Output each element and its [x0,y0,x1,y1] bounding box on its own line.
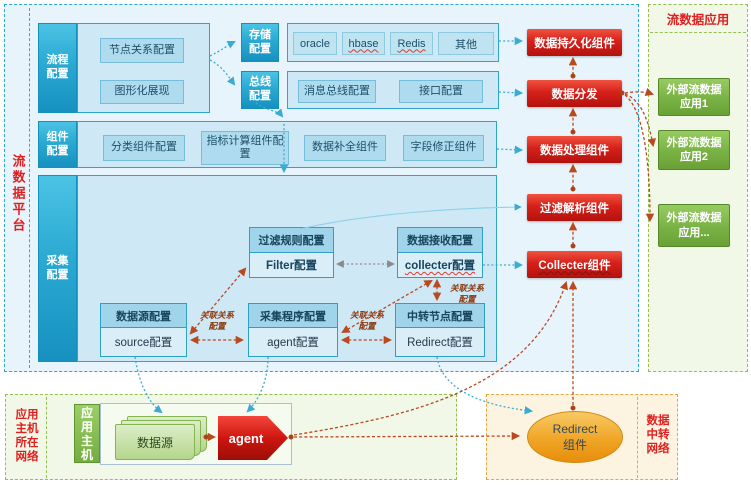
external-app-3-box: 外部流数据应用... [658,204,730,247]
data-receive-config-box: 数据接收配置 collecter配置 [397,227,483,278]
app-host-label: 应 用 主 机 [74,404,100,463]
filter-parse-component-box: 过滤解析组件 [527,194,622,221]
collecter-config-label: collecter配置 [404,260,476,272]
transfer-network-label: 数据 中转 网络 [646,415,670,455]
assoc-label-collecter-node: 关联关系 配置 [449,282,484,304]
indicator-compute-component-box: 指标计算组件配置 [201,131,289,165]
filter-rule-config-box: 过滤规则配置 Filter配置 [249,227,334,278]
assoc-label-agent-redirect: 关联关系 配置 [349,309,384,331]
collect-program-config-box: 采集程序配置 agent配置 [248,303,338,357]
platform-label-divider [29,8,30,368]
source-config-label: source配置 [114,337,173,349]
storage-config-box: oracle hbase Redis 其他 [287,23,499,62]
collecter-component-box: Collecter组件 [527,251,622,278]
interface-config-box: 接口配置 [399,80,483,103]
collect-program-title: 采集程序配置 [249,304,337,328]
apps-title-divider [650,32,746,33]
process-config-header: 流程配置 [38,23,77,113]
storage-config-header: 存储配置 [241,23,279,62]
data-completion-component-box: 数据补全组件 [304,135,386,161]
field-correction-component-box: 字段修正组件 [403,135,484,161]
host-network-label: 应用 主机 所在 网络 [15,409,39,463]
external-app-2-box: 外部流数据应用2 [658,130,730,170]
data-processing-component-box: 数据处理组件 [527,136,622,163]
bus-config-box: 消息总线配置 接口配置 [287,71,499,109]
node-relation-config-box: 节点关系配置 [100,38,184,63]
external-app-1-box: 外部流数据应用1 [658,78,730,116]
data-distribution-box: 数据分发 [527,80,622,107]
bus-config-header: 总线配置 [241,71,279,109]
hbase-box: hbase [342,32,385,55]
redirect-component-ellipse: Redirect 组件 [527,411,623,463]
component-config-header: 组件配置 [38,121,77,168]
component-config-box: 分类组件配置 指标计算组件配置 数据补全组件 字段修正组件 [77,121,497,168]
classify-component-box: 分类组件配置 [103,135,185,161]
transfer-node-config-box: 中转节点配置 Redirect配置 [395,303,485,357]
collect-config-header: 采集配置 [38,175,77,362]
platform-title: 流数据平台 [10,154,26,234]
redirect-config-label: Redirect配置 [407,337,473,349]
assoc-label-source-agent: 关联关系 配置 [199,309,234,331]
agent-config-label: agent配置 [267,337,319,349]
data-source-title: 数据源配置 [101,304,186,328]
stream-apps-title: 流数据应用 [666,12,730,27]
oracle-box: oracle [293,32,337,55]
process-config-box: 节点关系配置 图形化展现 [77,23,210,113]
graphic-display-box: 图形化展现 [100,80,184,104]
message-bus-config-box: 消息总线配置 [298,80,376,103]
data-source-stack: 数据源 [115,424,195,460]
data-persistence-component-box: 数据持久化组件 [527,29,622,56]
other-storage-box: 其他 [438,32,494,55]
filter-rule-title: 过滤规则配置 [250,228,333,253]
redis-box: Redis [390,32,433,55]
filter-config-label: Filter配置 [265,260,318,272]
transfer-network-divider [637,397,638,478]
transfer-node-title: 中转节点配置 [396,304,484,328]
data-source-config-box: 数据源配置 source配置 [100,303,187,357]
host-network-divider [46,397,47,478]
data-receive-title: 数据接收配置 [398,228,482,253]
stream-apps-panel [648,4,748,372]
